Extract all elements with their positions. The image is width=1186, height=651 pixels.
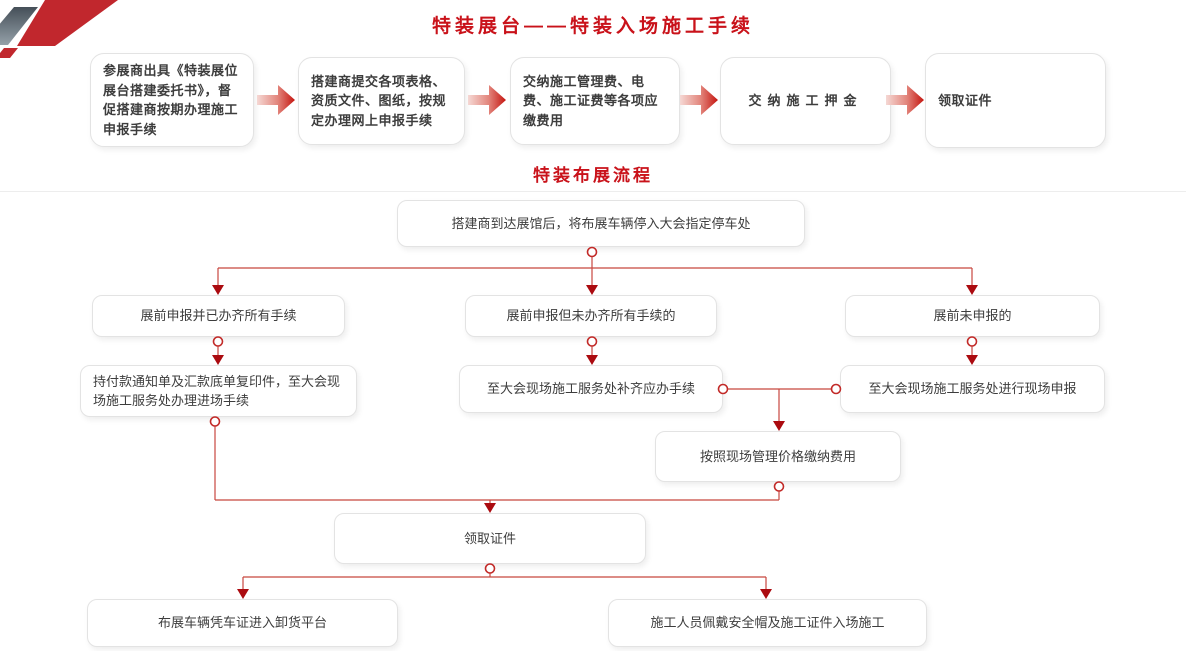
- arrow-down-icon: [237, 589, 249, 599]
- node-start-label: 搭建商到达展馆后，将布展车辆停入大会指定停车处: [451, 215, 751, 231]
- node-middle-action-label: 至大会现场施工服务处补齐应办手续: [486, 381, 695, 397]
- node-pay-onsite-label: 按照现场管理价格缴纳费用: [699, 448, 856, 464]
- node-get-credentials-label: 领取证件: [463, 530, 516, 546]
- node-branch-left-label: 展前申报并已办齐所有手续: [140, 308, 297, 324]
- node-branch-left: 展前申报并已办齐所有手续: [92, 295, 345, 337]
- arrow-right-icon: [468, 85, 506, 115]
- node-branch-right: 展前未申报的: [845, 295, 1100, 337]
- section-divider: [0, 191, 1186, 192]
- entry-step-5: 领取证件: [925, 53, 1106, 148]
- entry-step-2: 搭建商提交各项表格、资质文件、图纸，按规定办理网上申报手续: [298, 57, 465, 145]
- arrow-down-icon: [484, 503, 496, 513]
- entry-step-3-label: 交纳施工管理费、电费、施工证费等各项应缴费用: [523, 73, 659, 128]
- node-final-left: 布展车辆凭车证进入卸货平台: [87, 599, 398, 647]
- page-title-setup-process: 特装布展流程: [533, 166, 653, 185]
- node-pay-onsite: 按照现场管理价格缴纳费用: [655, 431, 901, 482]
- arrow-right-icon: [257, 85, 295, 115]
- node-start: 搭建商到达展馆后，将布展车辆停入大会指定停车处: [397, 200, 805, 247]
- arrow-down-icon: [966, 355, 978, 365]
- arrow-right-icon: [886, 85, 924, 115]
- entry-step-4-label: 交纳施工押金: [748, 93, 863, 109]
- entry-step-1-label: 参展商出具《特装展位展台搭建委托书》，督促搭建商按期办理施工申报手续: [103, 63, 239, 137]
- node-left-action-label: 持付款通知单及汇款底单复印件，至大会现场施工服务处办理进场手续: [93, 373, 341, 409]
- node-left-action: 持付款通知单及汇款底单复印件，至大会现场施工服务处办理进场手续: [80, 365, 357, 417]
- arrow-down-icon: [966, 285, 978, 295]
- entry-step-2-label: 搭建商提交各项表格、资质文件、图纸，按规定办理网上申报手续: [311, 73, 447, 128]
- logo-red-band: [17, 0, 118, 46]
- node-branch-middle: 展前申报但未办齐所有手续的: [465, 295, 717, 337]
- arrow-down-icon: [586, 355, 598, 365]
- arrow-down-icon: [212, 285, 224, 295]
- node-branch-right-label: 展前未申报的: [933, 308, 1012, 324]
- node-branch-middle-label: 展前申报但未办齐所有手续的: [506, 308, 676, 324]
- entry-step-1: 参展商出具《特装展位展台搭建委托书》，督促搭建商按期办理施工申报手续: [90, 53, 254, 147]
- corner-logo-decoration: [0, 0, 118, 58]
- node-middle-action: 至大会现场施工服务处补齐应办手续: [459, 365, 723, 413]
- arrow-down-icon: [773, 421, 785, 431]
- entry-step-5-label: 领取证件: [938, 92, 993, 108]
- arrow-right-icon: [680, 85, 718, 115]
- node-right-action: 至大会现场施工服务处进行现场申报: [840, 365, 1105, 413]
- entry-step-3: 交纳施工管理费、电费、施工证费等各项应缴费用: [510, 57, 680, 145]
- entry-step-4: 交纳施工押金: [720, 57, 891, 145]
- node-final-left-label: 布展车辆凭车证进入卸货平台: [157, 615, 327, 631]
- node-final-right-label: 施工人员佩戴安全帽及施工证件入场施工: [650, 615, 885, 631]
- node-right-action-label: 至大会现场施工服务处进行现场申报: [868, 381, 1077, 397]
- arrow-down-icon: [212, 355, 224, 365]
- logo-red-tip: [0, 48, 18, 58]
- logo-gray-band: [0, 7, 38, 45]
- node-get-credentials: 领取证件: [334, 513, 646, 564]
- page-title-entry-procedure: 特装展台——特装入场施工手续: [431, 16, 754, 37]
- arrow-down-icon: [760, 589, 772, 599]
- node-final-right: 施工人员佩戴安全帽及施工证件入场施工: [608, 599, 927, 647]
- arrow-down-icon: [586, 285, 598, 295]
